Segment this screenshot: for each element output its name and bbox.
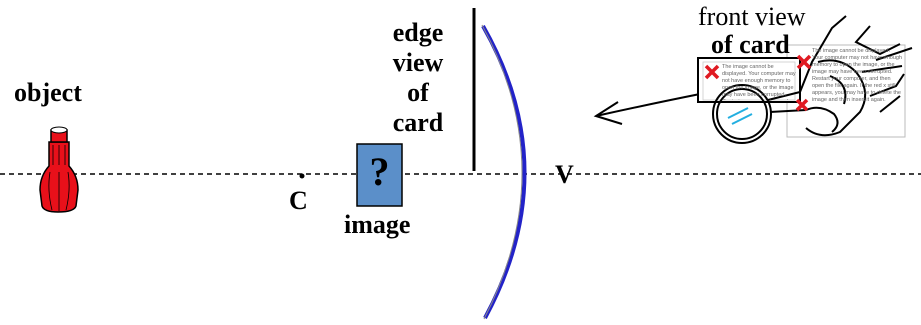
center-point-label: C: [289, 186, 308, 215]
edge-view-label-line: edge: [392, 18, 444, 47]
object-label: object: [14, 78, 82, 107]
lens-glare: [727, 107, 753, 125]
direction-arrow: [593, 93, 701, 125]
image-box: [356, 143, 403, 207]
edge-view-label-line: of: [407, 78, 429, 107]
concave-mirror: [481, 25, 527, 319]
edge-view-label-line: card: [392, 108, 444, 137]
hand-with-magnifier: [712, 15, 913, 144]
edge-view-label: edge view of card: [378, 18, 458, 138]
broken-image-x-icon: [796, 54, 812, 70]
front-view-label: front view: [698, 2, 806, 31]
card-error-text-left: The image cannot be displayed. Your comp…: [722, 64, 796, 100]
image-label: image: [344, 210, 411, 239]
edge-view-label-line: view: [392, 48, 444, 77]
center-point-dot: [299, 173, 305, 179]
image-mark: ?: [369, 149, 390, 194]
broken-image-x-icon: [704, 64, 720, 80]
front-view-label-card: of card: [711, 30, 790, 59]
card-error-text-right: The image cannot be displayed. Your comp…: [812, 48, 902, 103]
concave-mirror-edge: [481, 24, 523, 320]
vertex-label: V: [555, 160, 574, 189]
broken-image-x-icon: [795, 98, 809, 112]
object-bottle: [39, 126, 79, 213]
